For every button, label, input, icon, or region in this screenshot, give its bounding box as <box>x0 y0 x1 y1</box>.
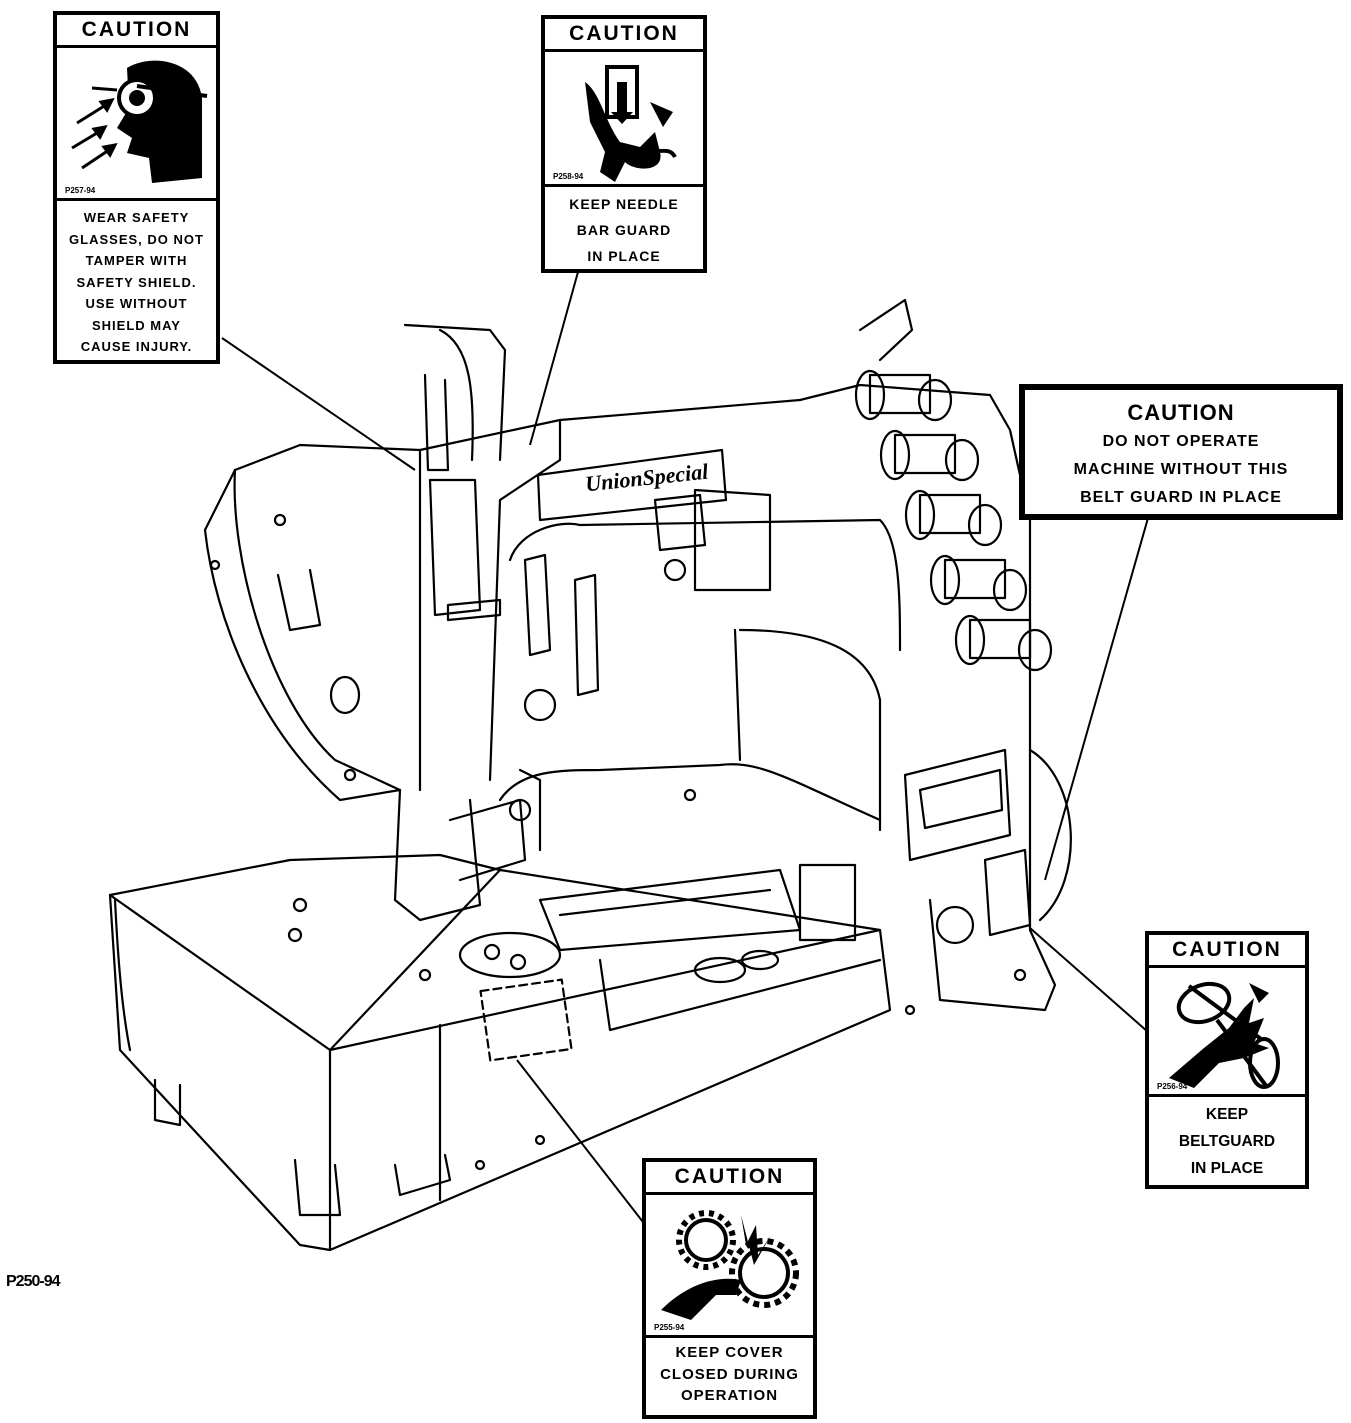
tension-discs <box>854 369 1053 672</box>
label-text: KEEP COVER CLOSED DURING OPERATION <box>660 1344 799 1404</box>
label-text: KEEP NEEDLE BAR GUARD IN PLACE <box>569 196 679 264</box>
label-text: DO NOT OPERATE MACHINE WITHOUT THIS BELT… <box>1073 433 1289 506</box>
nameplate-outline <box>479 978 573 1062</box>
caution-label-cover: CAUTION P255-94 KEEP COVER CLOSED DURING… <box>642 1158 817 1419</box>
logo-plate <box>536 448 728 522</box>
label-header: CAUTION <box>1149 935 1305 968</box>
gear-hand-icon <box>661 1210 799 1320</box>
label-text: KEEP BELTGUARD IN PLACE <box>1178 1106 1276 1177</box>
label-text: WEAR SAFETY GLASSES, DO NOT TAMPER WITH … <box>69 210 204 354</box>
machine-arm <box>233 383 1057 1012</box>
leader-glasses <box>221 337 416 471</box>
face-shield-icon <box>71 60 208 183</box>
machine-bed <box>108 853 892 1252</box>
leader-beltguard <box>1029 927 1149 1033</box>
caution-label-glasses: CAUTION P257-94 WEAR SAFETY GLASSES, DO … <box>53 11 220 364</box>
beltguard-pictogram: P256-94 <box>1149 968 1305 1097</box>
label-header: CAUTION <box>1127 400 1235 425</box>
caution-label-needle: CAUTION P258-94 KEEP NEEDLE BAR GUARD IN… <box>541 15 707 273</box>
figure-code: P250-94 <box>6 1273 60 1290</box>
hand-crush-icon <box>585 65 677 182</box>
caution-label-beltguard: CAUTION P256-94 KEEP BELTGUARD IN PLACE <box>1145 931 1309 1189</box>
glasses-pictogram: P257-94 <box>57 48 216 201</box>
leader-cover <box>516 1059 644 1223</box>
belt-hand-icon <box>1169 981 1280 1089</box>
cover-pictogram: P255-94 <box>646 1195 813 1338</box>
caution-label-operate: CAUTION DO NOT OPERATE MACHINE WITHOUT T… <box>1019 384 1343 520</box>
leader-operate <box>1044 517 1149 881</box>
label-code: P255-94 <box>654 1323 685 1332</box>
label-header: CAUTION <box>545 19 703 52</box>
leader-needle <box>529 271 579 446</box>
label-code: P258-94 <box>553 172 584 181</box>
label-header: CAUTION <box>57 15 216 48</box>
label-header: CAUTION <box>646 1162 813 1195</box>
label-code: P257-94 <box>65 186 96 195</box>
needle-pictogram: P258-94 <box>545 52 703 187</box>
label-code: P256-94 <box>1157 1082 1188 1091</box>
